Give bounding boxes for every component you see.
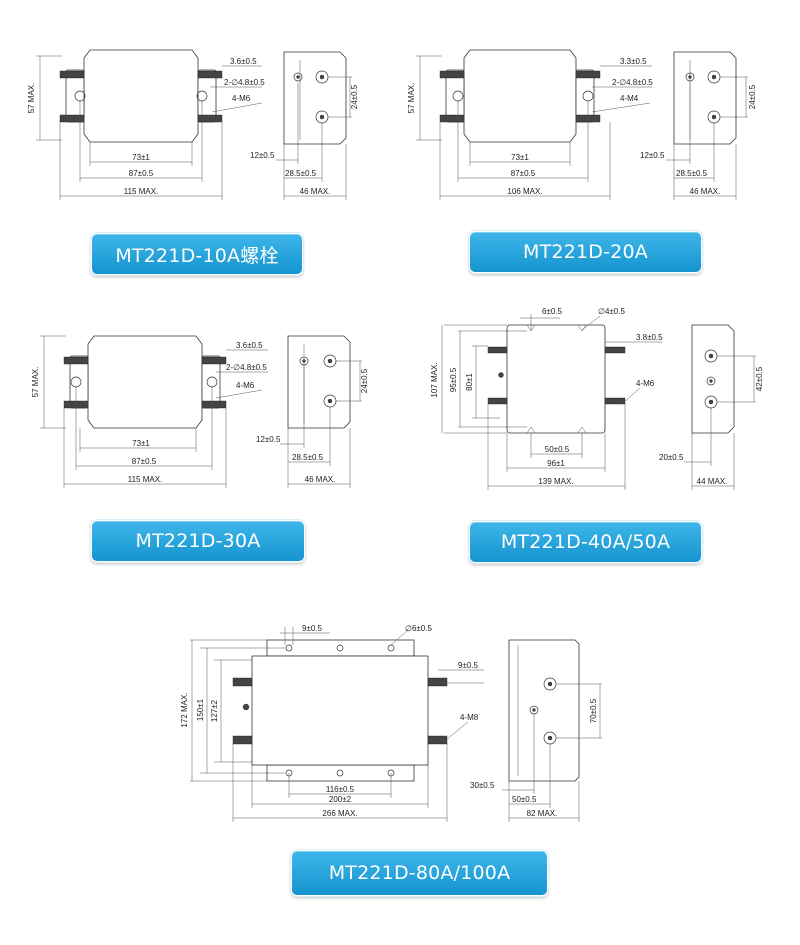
model4-v2: 80±1 [465, 373, 474, 391]
model3-hole: 2-∅4.8±0.5 [226, 363, 267, 372]
model2-offset: 12±0.5 [640, 151, 665, 160]
model1-pitch: 24±0.5 [350, 84, 359, 109]
model4-inner-width: 50±0.5 [545, 445, 570, 454]
model5-name-plate: MT221D-80A/100A [290, 849, 549, 897]
model5-side-view: 70±0.5 30±0.5 50±0.5 82 MAX. [470, 639, 602, 822]
model4-thread: 4-M6 [636, 379, 655, 388]
model3-side-view: 24±0.5 12±0.5 28.5±0.5 46 MAX. [256, 335, 369, 488]
model4-offset: 20±0.5 [659, 453, 684, 462]
model5-offset: 30±0.5 [470, 781, 495, 790]
model4-spacing: 3.8±0.5 [636, 333, 663, 342]
model5-side-width: 82 MAX. [527, 809, 558, 818]
model4-pitch: 42±0.5 [755, 366, 764, 391]
model3-inner-width: 73±1 [132, 439, 150, 448]
model5-mid-width: 200±2 [329, 795, 352, 804]
model3-height-label: 57 MAX. [31, 367, 40, 398]
model4-slot: 6±0.5 [542, 307, 563, 316]
model2-depth: 28.5±0.5 [676, 169, 708, 178]
model1-side-width: 46 MAX. [300, 187, 331, 196]
model4-total-width: 139 MAX. [538, 477, 573, 486]
model3-pitch: 24±0.5 [360, 368, 369, 393]
model1-height-label: 57 MAX. [27, 83, 36, 114]
model1-inner-width: 73±1 [132, 153, 150, 162]
model5-height-label: 172 MAX. [180, 692, 189, 727]
model3-depth: 28.5±0.5 [292, 453, 324, 462]
model3-side-width: 46 MAX. [305, 475, 336, 484]
model4-name-plate: MT221D-40A/50A [468, 520, 703, 564]
model1-offset: 12±0.5 [250, 151, 275, 160]
model5-spacing: 9±0.5 [458, 661, 479, 670]
model3-thread: 4-M6 [236, 381, 255, 390]
model1-name-plate: MT221D-10A螺栓 [90, 232, 304, 276]
model2-total-width: 106 MAX. [507, 187, 542, 196]
model2-thread: 4-M4 [620, 94, 639, 103]
model5-v1: 150±1 [196, 698, 205, 721]
model1-side-view: 24±0.5 12±0.5 28.5±0.5 46 MAX. [250, 51, 359, 200]
model2-front-view: 57 MAX. 73±1 87±0.5 106 MAX. 3.3±0.5 2-∅… [407, 49, 653, 200]
model1-hole: 2-∅4.8±0.5 [224, 78, 265, 87]
model5-pitch: 70±0.5 [589, 698, 598, 723]
model4-v1: 95±0.5 [449, 367, 458, 392]
model3-mid-width: 87±0.5 [132, 457, 157, 466]
model4-height-label: 107 MAX. [430, 362, 439, 397]
model3-front-view: 57 MAX. 73±1 87±0.5 115 MAX. 3.6±0.5 2-∅… [31, 335, 268, 488]
model2-name-plate: MT221D-20A [468, 230, 703, 274]
model1-spacing: 3.6±0.5 [230, 57, 257, 66]
model5-thread: 4-M8 [460, 713, 479, 722]
model5-hole: ∅6±0.5 [405, 624, 432, 633]
model2-hole: 2-∅4.8±0.5 [612, 78, 653, 87]
model4-mid-width: 96±1 [547, 459, 565, 468]
model5-total-width: 266 MAX. [322, 809, 357, 818]
model2-spacing: 3.3±0.5 [620, 57, 647, 66]
model4-front-view: 107 MAX. 95±0.5 80±1 50±0.5 96±1 139 MAX… [430, 307, 663, 490]
model5-front-view: 172 MAX. 150±1 127±2 116±0.5 200±2 266 M… [180, 624, 484, 822]
model3-spacing: 3.6±0.5 [236, 341, 263, 350]
model1-depth: 28.5±0.5 [285, 169, 317, 178]
model2-pitch: 24±0.5 [748, 84, 757, 109]
model1-mid-width: 87±0.5 [129, 169, 154, 178]
model1-front-view: 57 MAX. 73±1 87±0.5 115 MAX. 3.6±0.5 2-∅… [27, 49, 265, 200]
model5-slot: 9±0.5 [302, 624, 323, 633]
model3-total-width: 115 MAX. [128, 475, 163, 484]
model5-depth: 50±0.5 [512, 795, 537, 804]
model4-hole: ∅4±0.5 [598, 307, 625, 316]
model4-side-width: 44 MAX. [697, 477, 728, 486]
model3-offset: 12±0.5 [256, 435, 281, 444]
model5-v2: 127±2 [210, 699, 219, 722]
model4-side-view: 42±0.5 20±0.5 44 MAX. [659, 324, 764, 490]
model5-inner-width: 116±0.5 [326, 785, 355, 794]
model2-mid-width: 87±0.5 [511, 169, 536, 178]
model2-height-label: 57 MAX. [407, 83, 416, 114]
model1-total-width: 115 MAX. [124, 187, 159, 196]
model1-thread: 4-M6 [232, 94, 251, 103]
model2-side-width: 46 MAX. [690, 187, 721, 196]
model2-inner-width: 73±1 [511, 153, 529, 162]
model3-name-plate: MT221D-30A [90, 519, 306, 563]
model2-side-view: 24±0.5 12±0.5 28.5±0.5 46 MAX. [640, 51, 757, 200]
